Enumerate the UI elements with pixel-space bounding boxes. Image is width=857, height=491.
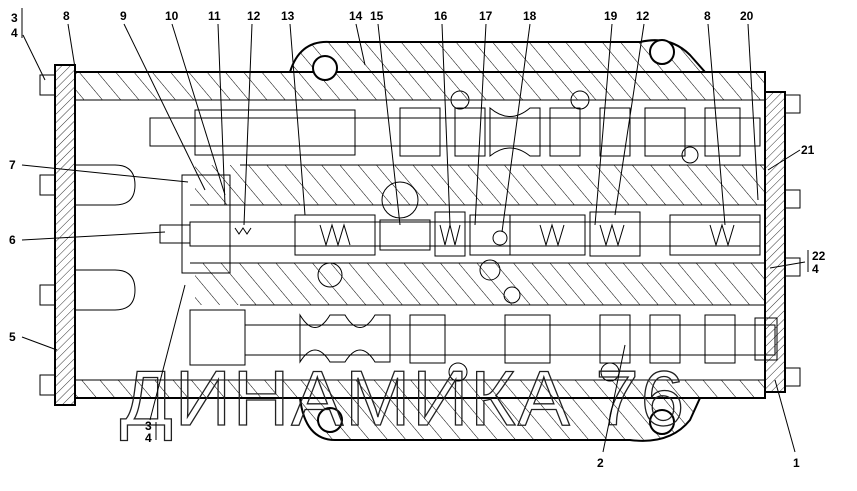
fraction-den-top: 4 [11,26,18,40]
upper-spool [149,106,761,158]
watermark: ДИНАМИКА 76 [120,354,686,442]
right-cover [764,91,801,393]
fraction-num-top: 3 [11,11,18,25]
callout-7: 7 [9,158,16,172]
callout-2: 2 [597,456,604,470]
fraction-den-bottom: 4 [145,431,152,445]
callout-1: 1 [793,456,800,470]
callout-14: 14 [349,9,363,23]
callout-18: 18 [523,9,537,23]
callout-16: 16 [434,9,448,23]
callout-17: 17 [479,9,493,23]
callout-15: 15 [370,9,384,23]
leader-lines [21,8,809,453]
callout-labels: 8 9 10 11 12 13 14 15 16 17 18 19 12 8 2… [9,9,826,470]
fraction-den-right: 4 [812,262,819,276]
callout-5: 5 [9,330,16,344]
callout-12: 12 [247,9,261,23]
left-cover [39,64,136,406]
callout-19: 19 [604,9,618,23]
callout-13: 13 [281,9,295,23]
callout-8: 8 [63,9,70,23]
callout-12b: 12 [636,9,650,23]
fraction-num-bottom: 3 [145,419,152,433]
callout-20: 20 [740,9,754,23]
callout-10: 10 [165,9,179,23]
fraction-num-right: 22 [812,249,826,263]
callout-6: 6 [9,233,16,247]
callout-8b: 8 [704,9,711,23]
callout-9: 9 [120,9,127,23]
callout-11: 11 [208,9,221,23]
callout-21: 21 [801,143,815,157]
